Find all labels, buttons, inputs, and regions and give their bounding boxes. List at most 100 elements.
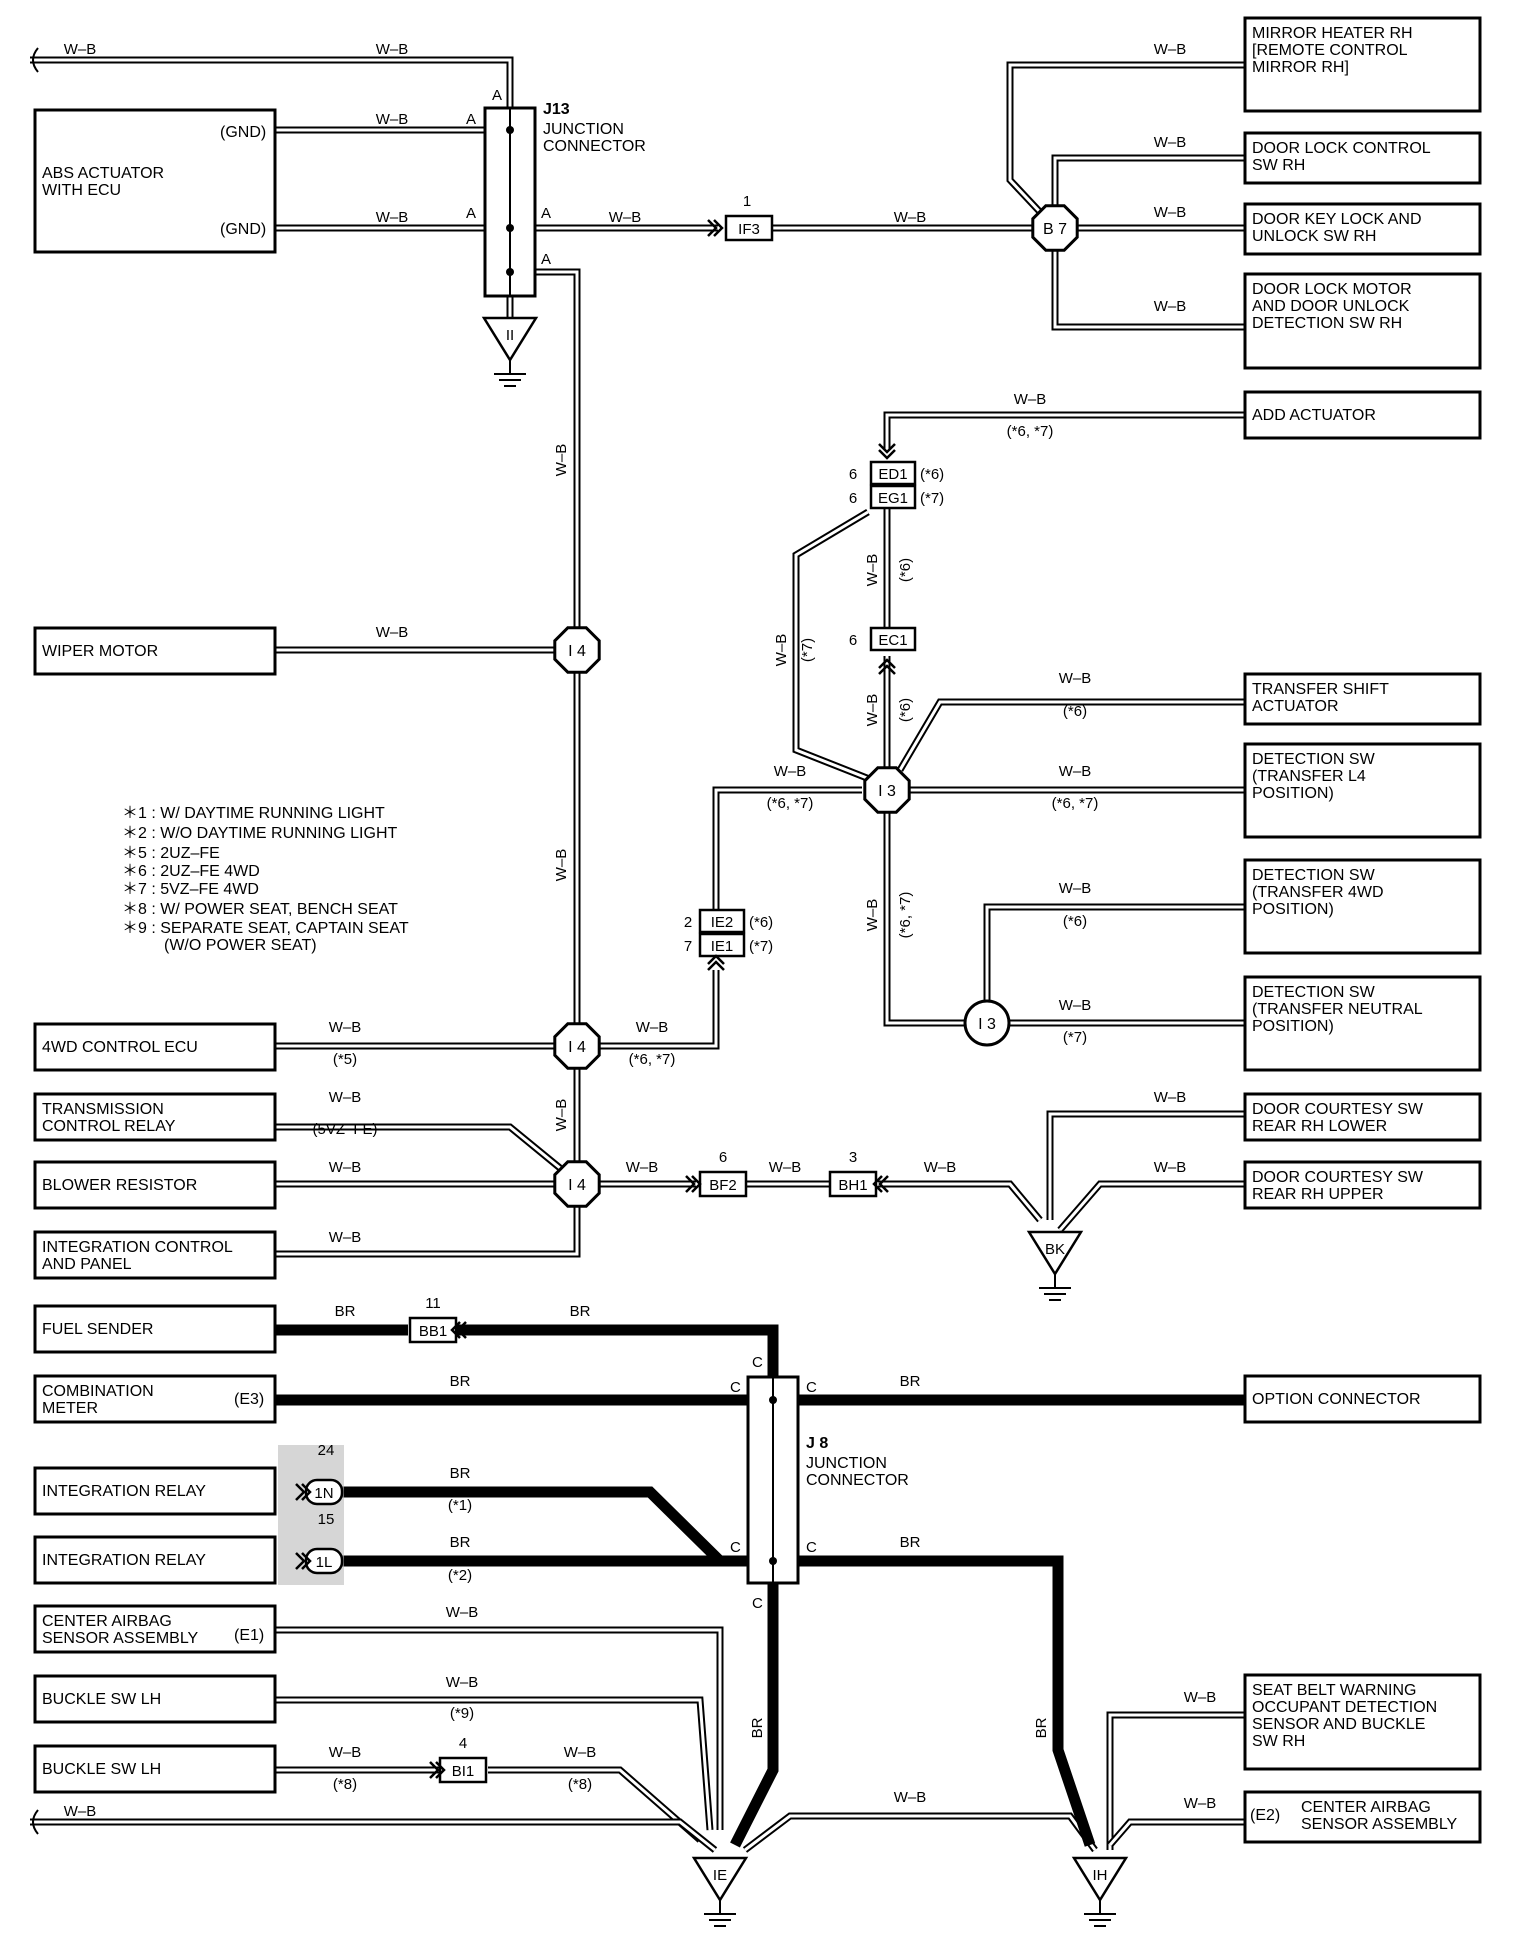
wl-j8-ie-v: BR: [749, 1717, 766, 1738]
detection-sw-neutral-box-label-1: DETECTION SW: [1252, 984, 1376, 1001]
wb-airbag-right-inner: [1108, 1820, 1245, 1846]
wl-4wd: W–B: [1059, 880, 1092, 897]
connector-il-label: 1L: [316, 1554, 333, 1571]
wl-doorlock: W–B: [1154, 134, 1187, 151]
j8-pin-bottom: C: [752, 1595, 763, 1612]
wl-add: W–B: [1014, 391, 1047, 408]
mirror-heater-rh-box-label-2: [REMOTE CONTROL: [1252, 42, 1408, 59]
wb-ie-ih: [742, 1812, 1098, 1853]
legend-5: ＊7 : 5VZ–FE 4WD: [122, 881, 259, 898]
center-airbag-left-box-label-1: CENTER AIRBAG: [42, 1613, 172, 1630]
connector-in-pin: 24: [318, 1442, 335, 1459]
wl-neutral-note: (*7): [1063, 1029, 1087, 1046]
wb-buckle-1-inner: [275, 1698, 712, 1831]
connector-ie1-pin: 7: [684, 938, 692, 955]
splice-i4-mid-label: I 4: [568, 1039, 586, 1056]
wl-buckle-2b: W–B: [564, 1744, 597, 1761]
abs-actuator-label-1: ABS ACTUATOR: [42, 165, 164, 182]
wb-i3-ie-inner: [714, 788, 862, 940]
wl-keylock: W–B: [1154, 204, 1187, 221]
arrow-ed1: [878, 443, 896, 460]
j13-subtitle-1: JUNCTION: [543, 121, 624, 138]
ground-bk: BK: [1026, 1230, 1084, 1301]
j8-junction-connector: J 8 JUNCTION CONNECTOR C C C C C C: [730, 1354, 909, 1612]
connector-ie2-pin: 2: [684, 914, 692, 931]
connector-ie2-label: IE2: [711, 914, 734, 931]
connector-bi1-pin: 4: [459, 1735, 467, 1752]
4wd-control-ecu-box-label-1: 4WD CONTROL ECU: [42, 1039, 198, 1056]
wiper-motor-box-label-1: WIPER MOTOR: [42, 643, 158, 660]
option-connector-box-label-1: OPTION CONNECTOR: [1252, 1391, 1421, 1408]
door-lock-control-sw-rh-box-label-2: SW RH: [1252, 157, 1305, 174]
wb-top-left: [30, 56, 514, 108]
wb-buckle-2b: [488, 1766, 703, 1843]
ground-bk-label: BK: [1045, 1241, 1065, 1258]
br-j8-ie: [730, 1583, 779, 1848]
splice-i3-lower: I 3: [963, 999, 1011, 1047]
wb-integration-panel: [275, 1205, 581, 1258]
arrow-ec1: [878, 658, 896, 675]
j8-subtitle-1: JUNCTION: [806, 1455, 887, 1472]
connector-ec1-pin: 6: [849, 632, 857, 649]
wl-relay-1: BR: [450, 1465, 471, 1482]
connector-ie2-note: (*6): [749, 914, 773, 931]
center-airbag-left-pin: (E1): [234, 1627, 264, 1644]
wb-4wd-sw-inner: [985, 905, 1245, 1005]
br-relay-1: [320, 1486, 724, 1565]
wl-ec1-v: W–B: [864, 554, 881, 587]
door-lock-motor-rh-box-label-2: AND DOOR UNLOCK: [1252, 298, 1410, 315]
connector-eg1-label: EG1: [878, 490, 908, 507]
wb-bottom-left: [30, 1818, 718, 1853]
wl-courtesy-lower: W–B: [1154, 1089, 1187, 1106]
wl-j13-if3: W–B: [609, 209, 642, 226]
wb-b7-doorlock: [1051, 154, 1245, 210]
combination-meter-box-label-2: METER: [42, 1400, 98, 1417]
wl-buckle-1: W–B: [446, 1674, 479, 1691]
abs-actuator-label-2: WITH ECU: [42, 182, 121, 199]
wb-seatbelt: [1106, 1711, 1245, 1850]
wl-4wd-note: (*6): [1063, 913, 1087, 930]
detection-sw-4wd-box-label-1: DETECTION SW: [1252, 867, 1376, 884]
buckle-sw-lh-1-box: BUCKLE SW LH: [33, 1674, 277, 1724]
wl-ec1-note: (*6): [897, 558, 914, 582]
wl-i4-ie1: W–B: [636, 1019, 669, 1036]
integration-relay-2-box: INTEGRATION RELAY: [33, 1535, 277, 1585]
connector-bb1-label: BB1: [419, 1323, 447, 1340]
wb-buckle-2b-inner: [488, 1768, 701, 1842]
center-airbag-right-label-2: SENSOR ASSEMBLY: [1301, 1816, 1458, 1833]
wl-j8-right: BR: [900, 1534, 921, 1551]
connector-eg1-pin: 6: [849, 490, 857, 507]
wl-buckle-2a-note: (*8): [333, 1776, 357, 1793]
center-airbag-right-pin: (E2): [1250, 1807, 1280, 1824]
wl-bf2-bh1: W–B: [769, 1159, 802, 1176]
wb-buckle-1: [275, 1696, 714, 1831]
wl-relay-2: BR: [450, 1534, 471, 1551]
wl-courtesy-upper: W–B: [1154, 1159, 1187, 1176]
wl-i3-down-note: (*6, *7): [897, 892, 914, 939]
j13-pin-r2: A: [541, 251, 551, 268]
wl-neutral: W–B: [1059, 997, 1092, 1014]
door-lock-control-sw-rh-box-label-1: DOOR LOCK CONTROL: [1252, 140, 1431, 157]
wl-option: BR: [900, 1373, 921, 1390]
blower-resistor-box-label-1: BLOWER RESISTOR: [42, 1177, 197, 1194]
connector-ed1-pin: 6: [849, 466, 857, 483]
seat-belt-warning-box-label-1: SEAT BELT WARNING: [1252, 1682, 1416, 1699]
wl-bh1-bk: W–B: [924, 1159, 957, 1176]
wl-main-v2: W–B: [553, 849, 570, 882]
detection-sw-l4-box: DETECTION SW(TRANSFER L4 POSITION): [1243, 742, 1482, 839]
legend-7b: (W/O POWER SEAT): [164, 937, 317, 954]
detection-sw-neutral-box: DETECTION SW(TRANSFER NEUTRAL POSITION): [1243, 975, 1482, 1072]
wb-courtesy-upper: [1057, 1180, 1245, 1233]
wb-top-left-inner: [30, 58, 512, 108]
wb-i3-neutral-v-inner: [885, 812, 970, 1025]
j8-pin-top: C: [752, 1354, 763, 1371]
wl-seatbelt: W–B: [1184, 1689, 1217, 1706]
wl-j8-ih-v: BR: [1033, 1717, 1050, 1738]
